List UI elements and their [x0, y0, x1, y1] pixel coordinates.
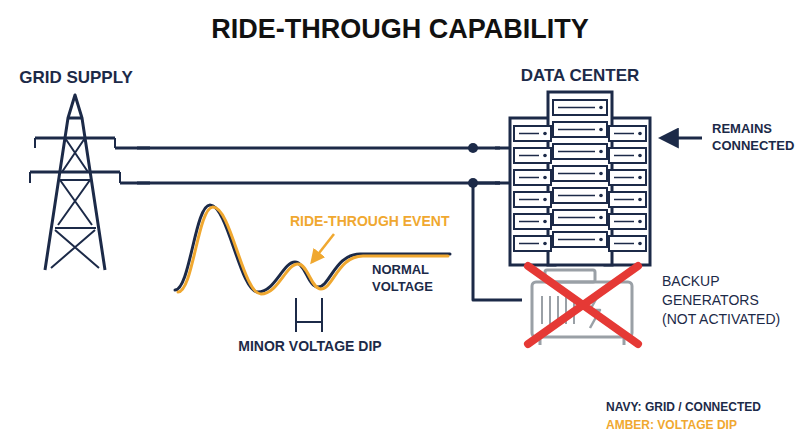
power-line: [137, 182, 500, 185]
server-unit: [609, 236, 646, 251]
server-led: [599, 216, 603, 220]
server-unit: [514, 192, 551, 207]
legend-text: AMBER: VOLTAGE DIP: [606, 418, 737, 432]
server-led: [638, 242, 642, 246]
server-unit: [553, 166, 607, 181]
server-unit: [553, 144, 607, 159]
server-led: [543, 176, 547, 180]
dip-bracket: [296, 298, 322, 332]
server-slot: [614, 221, 634, 223]
server-slot: [614, 177, 634, 179]
node-heading: DATA CENTER: [500, 66, 660, 86]
event-pointer: [312, 234, 334, 262]
data-center-node: DATA CENTER: [500, 66, 660, 266]
server-unit: [514, 214, 551, 229]
legend: NAVY: GRID / CONNECTED AMBER: VOLTAGE DIP: [606, 398, 796, 434]
server-slot: [558, 217, 595, 219]
generator-node: BACKUP GENERATORS (NOT ACTIVATED): [522, 262, 790, 347]
server-led: [599, 194, 603, 198]
event-label: RIDE-THROUGH EVENT: [290, 212, 450, 230]
server-unit: [514, 126, 551, 141]
server-led: [638, 154, 642, 158]
transmission-tower: [30, 95, 150, 270]
server-led: [543, 198, 547, 202]
server-slot: [519, 133, 539, 135]
server-slot: [519, 155, 539, 157]
server-led: [543, 242, 547, 246]
server-slot: [519, 199, 539, 201]
server-led: [543, 220, 547, 224]
server-unit: [553, 100, 607, 115]
legend-entry: NAVY: GRID / CONNECTED: [606, 398, 796, 416]
data-center-building: [510, 92, 650, 265]
server-slot: [614, 199, 634, 201]
server-unit: [609, 214, 646, 229]
server-slot: [558, 151, 595, 153]
not-activated-cross: [528, 266, 638, 344]
server-slot: [614, 155, 634, 157]
server-slot: [519, 243, 539, 245]
server-slot: [614, 243, 634, 245]
diagram-title: RIDE-THROUGH CAPABILITY: [0, 14, 800, 45]
server-unit: [514, 148, 551, 163]
server-unit: [553, 210, 607, 225]
dip-label: MINOR VOLTAGE DIP: [225, 337, 395, 355]
server-unit: [609, 192, 646, 207]
generator-vent: [549, 296, 551, 324]
server-unit: [609, 170, 646, 185]
server-led: [599, 106, 603, 110]
server-racks: [514, 100, 646, 251]
node-heading: GRID SUPPLY: [15, 68, 137, 88]
callout-text: REMAINS CONNECTED: [712, 121, 796, 155]
server-slot: [558, 195, 595, 197]
server-unit: [553, 122, 607, 137]
server-unit: [553, 188, 607, 203]
server-led: [599, 172, 603, 176]
node-label: BACKUP GENERATORS (NOT ACTIVATED): [662, 272, 787, 329]
legend-text: NAVY: GRID / CONNECTED: [606, 400, 761, 414]
server-led: [638, 176, 642, 180]
generator-vent: [541, 296, 543, 324]
server-led: [599, 238, 603, 242]
power-line: [137, 147, 500, 150]
server-led: [638, 198, 642, 202]
server-led: [543, 132, 547, 136]
server-unit: [609, 148, 646, 163]
server-unit: [514, 170, 551, 185]
server-slot: [558, 173, 595, 175]
server-led: [638, 132, 642, 136]
server-slot: [519, 221, 539, 223]
server-slot: [558, 107, 595, 109]
voltage-label: NORMAL VOLTAGE: [372, 262, 450, 296]
power-line: [473, 183, 522, 300]
server-unit: [553, 232, 607, 247]
server-led: [599, 128, 603, 132]
leader-arrow: [662, 137, 702, 140]
server-led: [599, 150, 603, 154]
server-slot: [614, 133, 634, 135]
server-led: [638, 220, 642, 224]
legend-entry: AMBER: VOLTAGE DIP: [606, 416, 796, 434]
server-unit: [609, 126, 646, 141]
server-unit: [514, 236, 551, 251]
grid-supply-node: GRID SUPPLY: [15, 68, 137, 273]
server-slot: [558, 239, 595, 241]
server-led: [543, 154, 547, 158]
server-slot: [558, 129, 595, 131]
server-slot: [519, 177, 539, 179]
